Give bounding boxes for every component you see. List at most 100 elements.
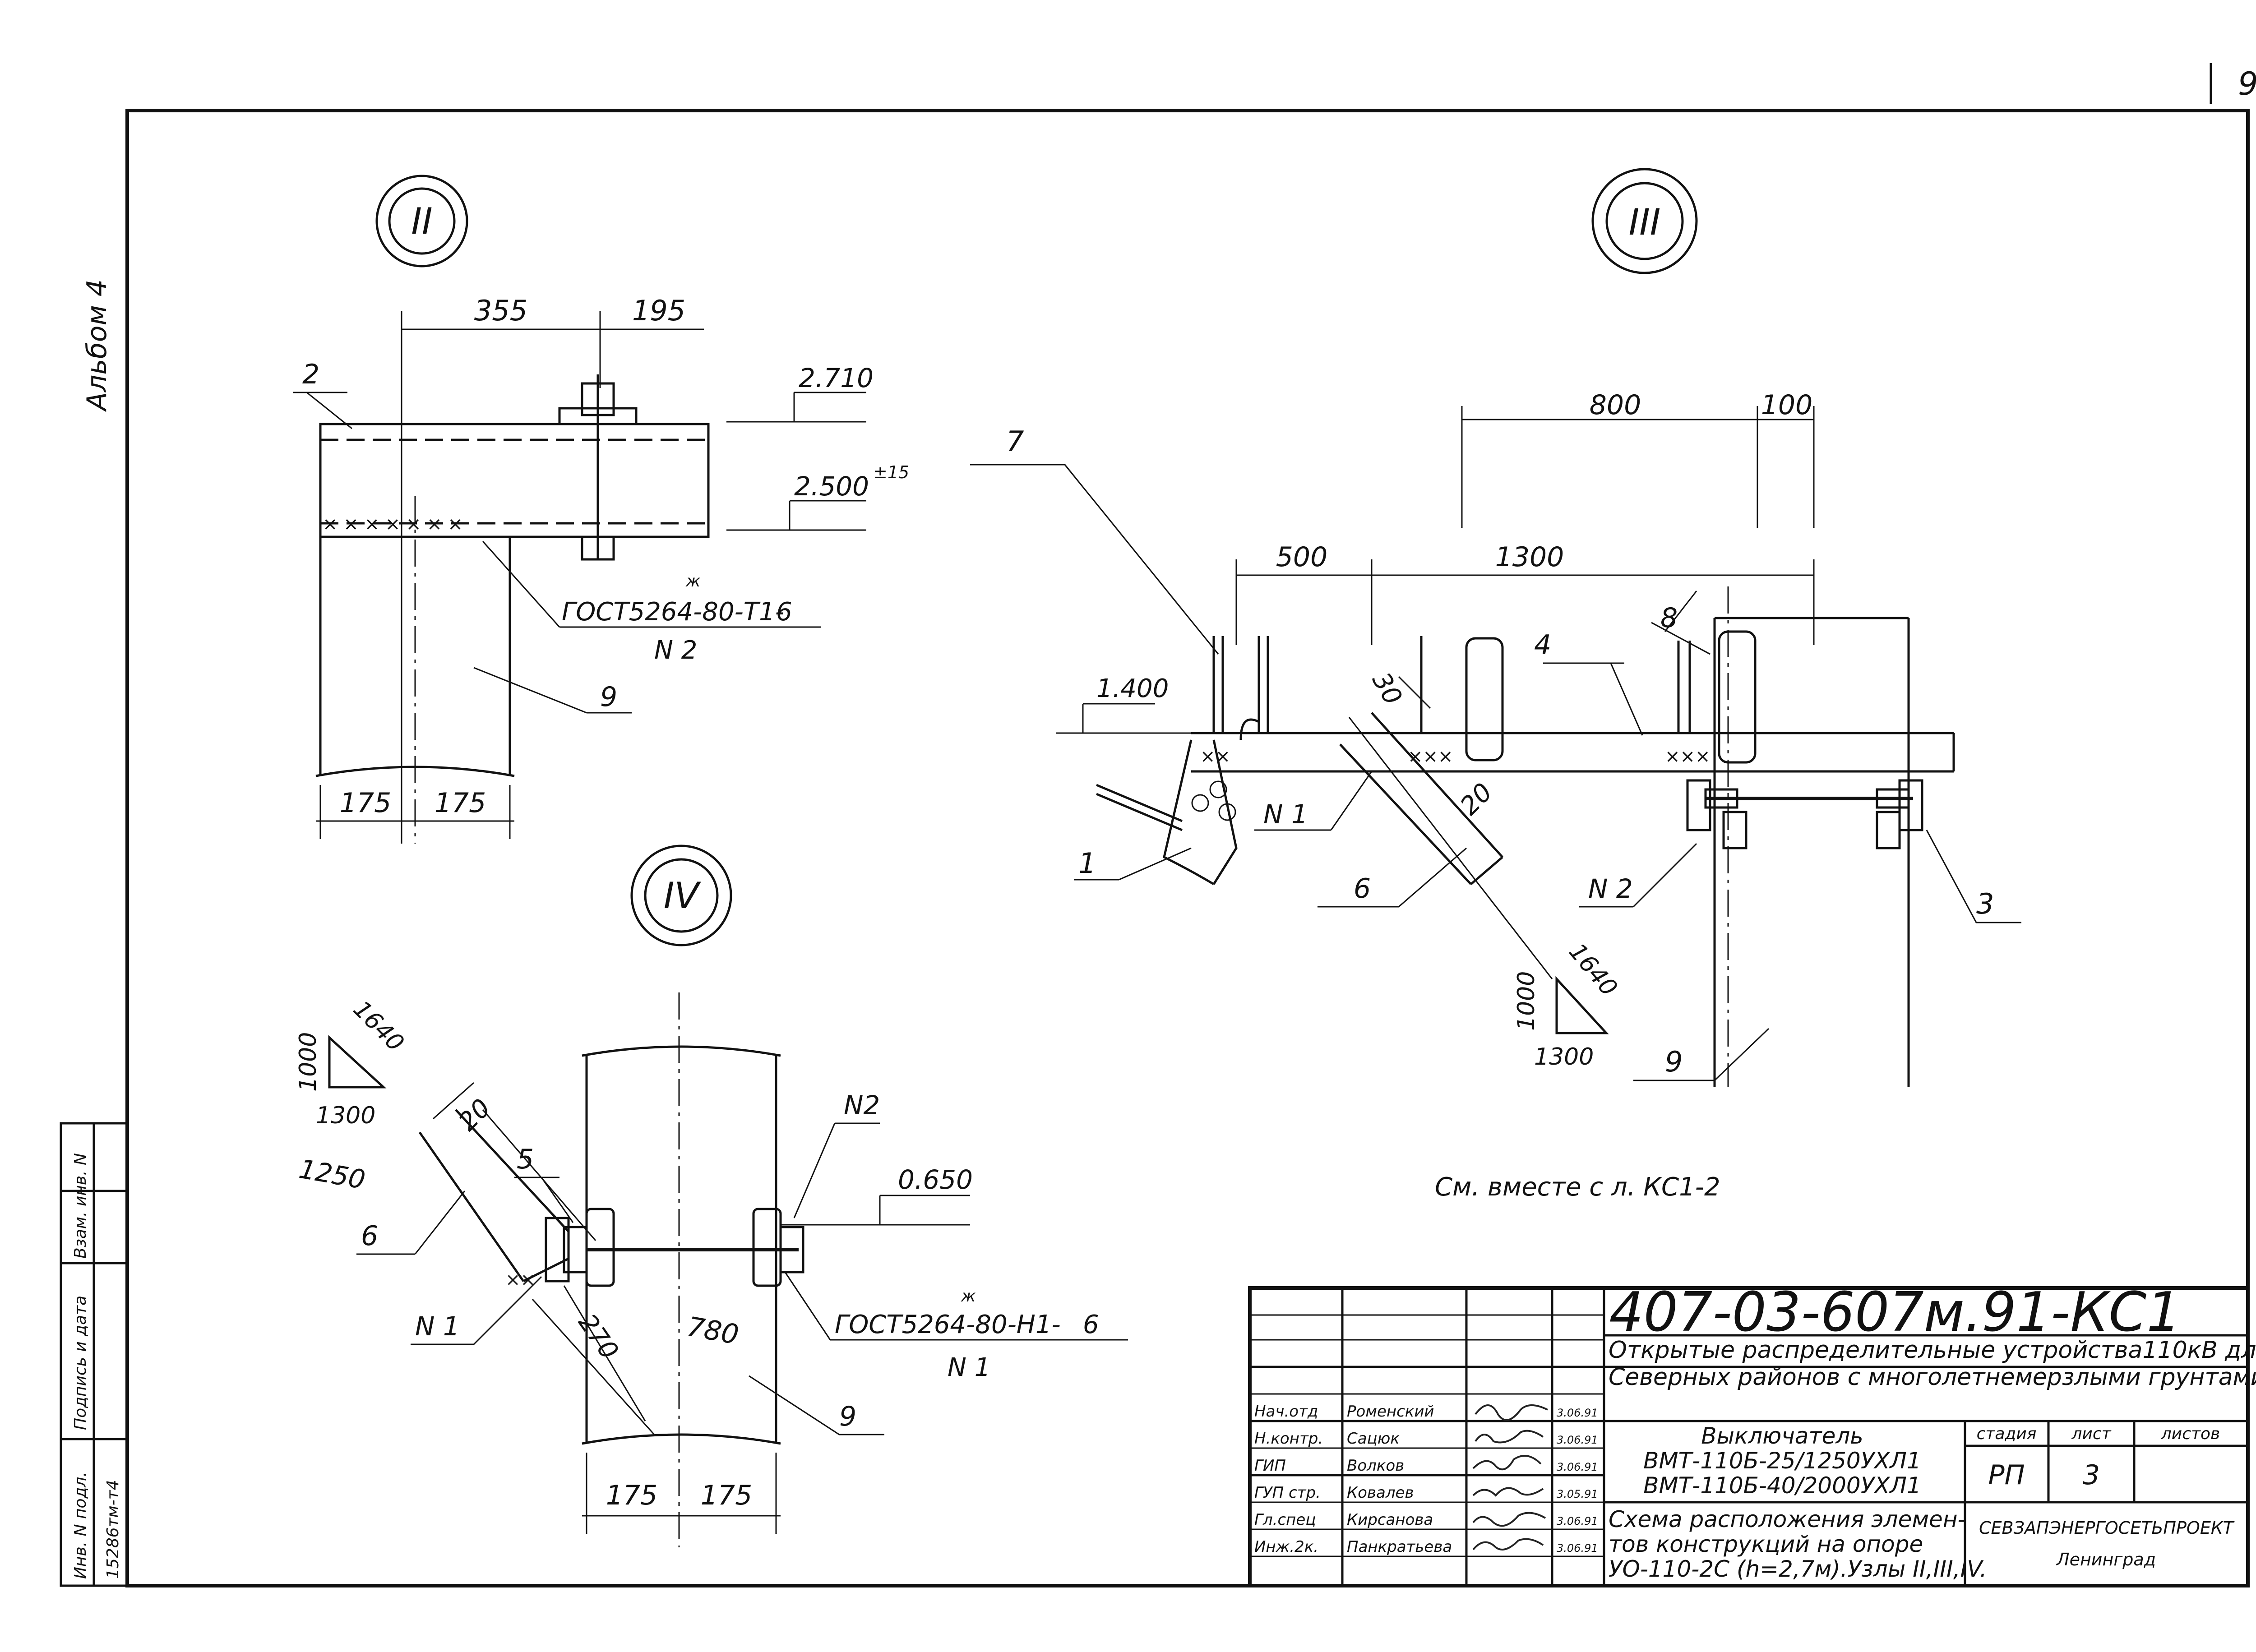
node-II-dim-195: 195 (632, 294, 685, 327)
title-sheet-label: лист (2071, 1425, 2111, 1443)
node-IV-weld-leg: 6 (1083, 1310, 1099, 1339)
inv-podl-value: 15286тм-т4 (104, 1480, 122, 1579)
node-III-n2: N 2 (1588, 873, 1633, 904)
signer-date: 3.06.91 (1557, 1542, 1598, 1555)
node-IV-pos-9: 9 (839, 1401, 856, 1432)
node-III-weld-marks-c: ⨯⨯⨯ (1665, 746, 1710, 767)
node-III-pos-4: 4 (1534, 629, 1551, 661)
title-block: 407-03-607м.91-КС1 Открытые распределите… (1248, 1281, 2256, 1587)
title-project-line2: Северных районов с многолетнемерзлыми гр… (1609, 1364, 2256, 1391)
node-III-dim-100: 100 (1761, 389, 1813, 421)
node-II: II 355 195 × × × × × × × 2.710 2.500 (293, 175, 909, 844)
node-II-dim-355: 355 (474, 294, 527, 327)
signer-date: 3.06.91 (1557, 1407, 1598, 1419)
node-III-pos-6: 6 (1354, 873, 1371, 904)
node-II-level-tolerance: ±15 (873, 462, 909, 482)
album-label: Альбом 4 (81, 279, 113, 412)
title-org: СЕВЗАПЭНЕРГОСЕТЬПРОЕКТ (1979, 1518, 2235, 1538)
title-device-line1: Выключатель (1701, 1423, 1863, 1449)
node-II-marker: II (375, 175, 468, 268)
node-III-marker-label: III (1629, 201, 1661, 243)
signer-row: Н.контр. Сацюк 3.06.91 (1254, 1430, 1598, 1448)
node-IV-level: 0.650 (898, 1164, 973, 1195)
title-code: 407-03-607м.91-КС1 (1609, 1281, 2181, 1344)
node-III-level: 1.400 (1096, 674, 1169, 703)
node-III-pos-1: 1 (1078, 847, 1096, 880)
node-IV-n2: N2 (844, 1090, 880, 1121)
title-sheet-title-line3: УО-110-2С (h=2,7м).Узлы II,III,IV. (1609, 1556, 1987, 1582)
signature-mark (1472, 1512, 1546, 1527)
node-III-dim-1300: 1300 (1495, 541, 1564, 573)
node-IV-handwritten-1250: 1250 (297, 1154, 368, 1195)
node-IV-pos-5: 5 (517, 1144, 534, 1175)
node-IV-tri-v: 1000 (295, 1032, 322, 1092)
vzam-label: Взам. инв. N (71, 1153, 90, 1259)
node-III-pos-7: 7 (1006, 425, 1024, 458)
node-II-pos-9: 9 (600, 681, 617, 713)
signer-name: Сацюк (1347, 1430, 1400, 1448)
title-sheet-title-line1: Схема расположения элемен- (1609, 1506, 1966, 1532)
node-II-weld-star: ж (685, 572, 701, 591)
node-II-marker-label: II (411, 200, 432, 242)
node-IV-weld-star: ж (961, 1287, 976, 1306)
node-III-dim-30: 30 (1366, 668, 1408, 710)
node-IV-tri-hyp: 1640 (348, 996, 409, 1057)
signature-mark (1475, 1430, 1544, 1444)
signer-role: Инж.2к. (1254, 1538, 1318, 1556)
signer-row: Инж.2к. Панкратьева 3.06.91 (1254, 1538, 1598, 1556)
node-IV-handwritten-780: 780 (684, 1311, 741, 1351)
signature-mark (1472, 1455, 1542, 1471)
node-IV-dim-175a: 175 (606, 1480, 658, 1511)
node-III-tri-v: 1000 (1513, 971, 1540, 1031)
title-sheets-label: листов (2161, 1425, 2220, 1443)
node-II-weld-leg: 6 (776, 597, 792, 627)
signature-mark (1475, 1404, 1548, 1421)
node-IV-dim-20: 20 (453, 1094, 496, 1137)
node-IV-n1-left: N 1 (415, 1311, 460, 1342)
node-III-pos-9: 9 (1665, 1045, 1683, 1078)
node-II-pos-2: 2 (302, 359, 319, 390)
signer-date: 3.06.91 (1557, 1461, 1598, 1473)
title-project-line1: Открытые распределительные устройства110… (1609, 1337, 2256, 1364)
signer-role: Нач.отд (1254, 1403, 1318, 1421)
signer-name: Волков (1347, 1457, 1404, 1475)
node-IV-dim-175b: 175 (701, 1480, 753, 1511)
signer-row: Гл.спец Кирсанова 3.06.91 (1254, 1511, 1598, 1529)
node-IV-marker: IV (630, 844, 732, 946)
node-III-tri-h: 1300 (1534, 1043, 1594, 1071)
signer-row: Нач.отд Роменский 3.06.91 (1254, 1403, 1598, 1421)
node-III-weld-marks-b: ⨯⨯⨯ (1408, 746, 1453, 767)
title-stage-label: стадия (1977, 1425, 2037, 1443)
node-II-weld-num: N 2 (654, 636, 697, 665)
signer-name: Кирсанова (1347, 1511, 1433, 1529)
node-II-weld-marks: × × × × × × × (323, 514, 463, 535)
node-II-dim-175b: 175 (435, 787, 486, 819)
signer-date: 3.06.91 (1557, 1434, 1598, 1446)
title-city: Ленинград (2056, 1550, 2156, 1569)
node-II-level-bottom: 2.500 (794, 471, 869, 502)
node-IV-tri-h: 1300 (316, 1102, 375, 1129)
node-III-dim-20: 20 (1455, 778, 1498, 821)
node-IV-weld-num: N 1 (948, 1353, 990, 1382)
signer-role: Гл.спец (1254, 1511, 1316, 1529)
signer-row: ГИП Волков 3.06.91 (1254, 1455, 1598, 1475)
signer-role: Н.контр. (1254, 1430, 1323, 1448)
signer-name: Панкратьева (1347, 1538, 1452, 1556)
title-device-line3: ВМТ-110Б-40/2000УХЛ1 (1643, 1472, 1921, 1499)
signature-mark (1472, 1538, 1544, 1550)
node-III-pos-3: 3 (1976, 887, 1994, 920)
node-III-note: См. вместе с л. КС1-2 (1435, 1172, 1720, 1202)
node-III-tri-hyp: 1640 (1563, 938, 1623, 1001)
title-sheet-title-line2: тов конструкций на опоре (1609, 1531, 1923, 1557)
drawing-frame (125, 109, 2250, 1587)
signature-mark (1472, 1487, 1544, 1497)
signer-name: Ковалев (1347, 1484, 1414, 1502)
signer-name: Роменский (1347, 1403, 1434, 1421)
node-III-pos-8: 8 (1660, 602, 1678, 634)
title-sheet-value: 3 (2083, 1459, 2100, 1491)
node-III-dim-800: 800 (1590, 389, 1641, 421)
node-III-dim-500: 500 (1276, 541, 1328, 573)
node-II-level-top: 2.710 (799, 363, 874, 393)
node-IV-pos-6: 6 (361, 1220, 378, 1252)
podpis-label: Подпись и дата (71, 1296, 90, 1430)
